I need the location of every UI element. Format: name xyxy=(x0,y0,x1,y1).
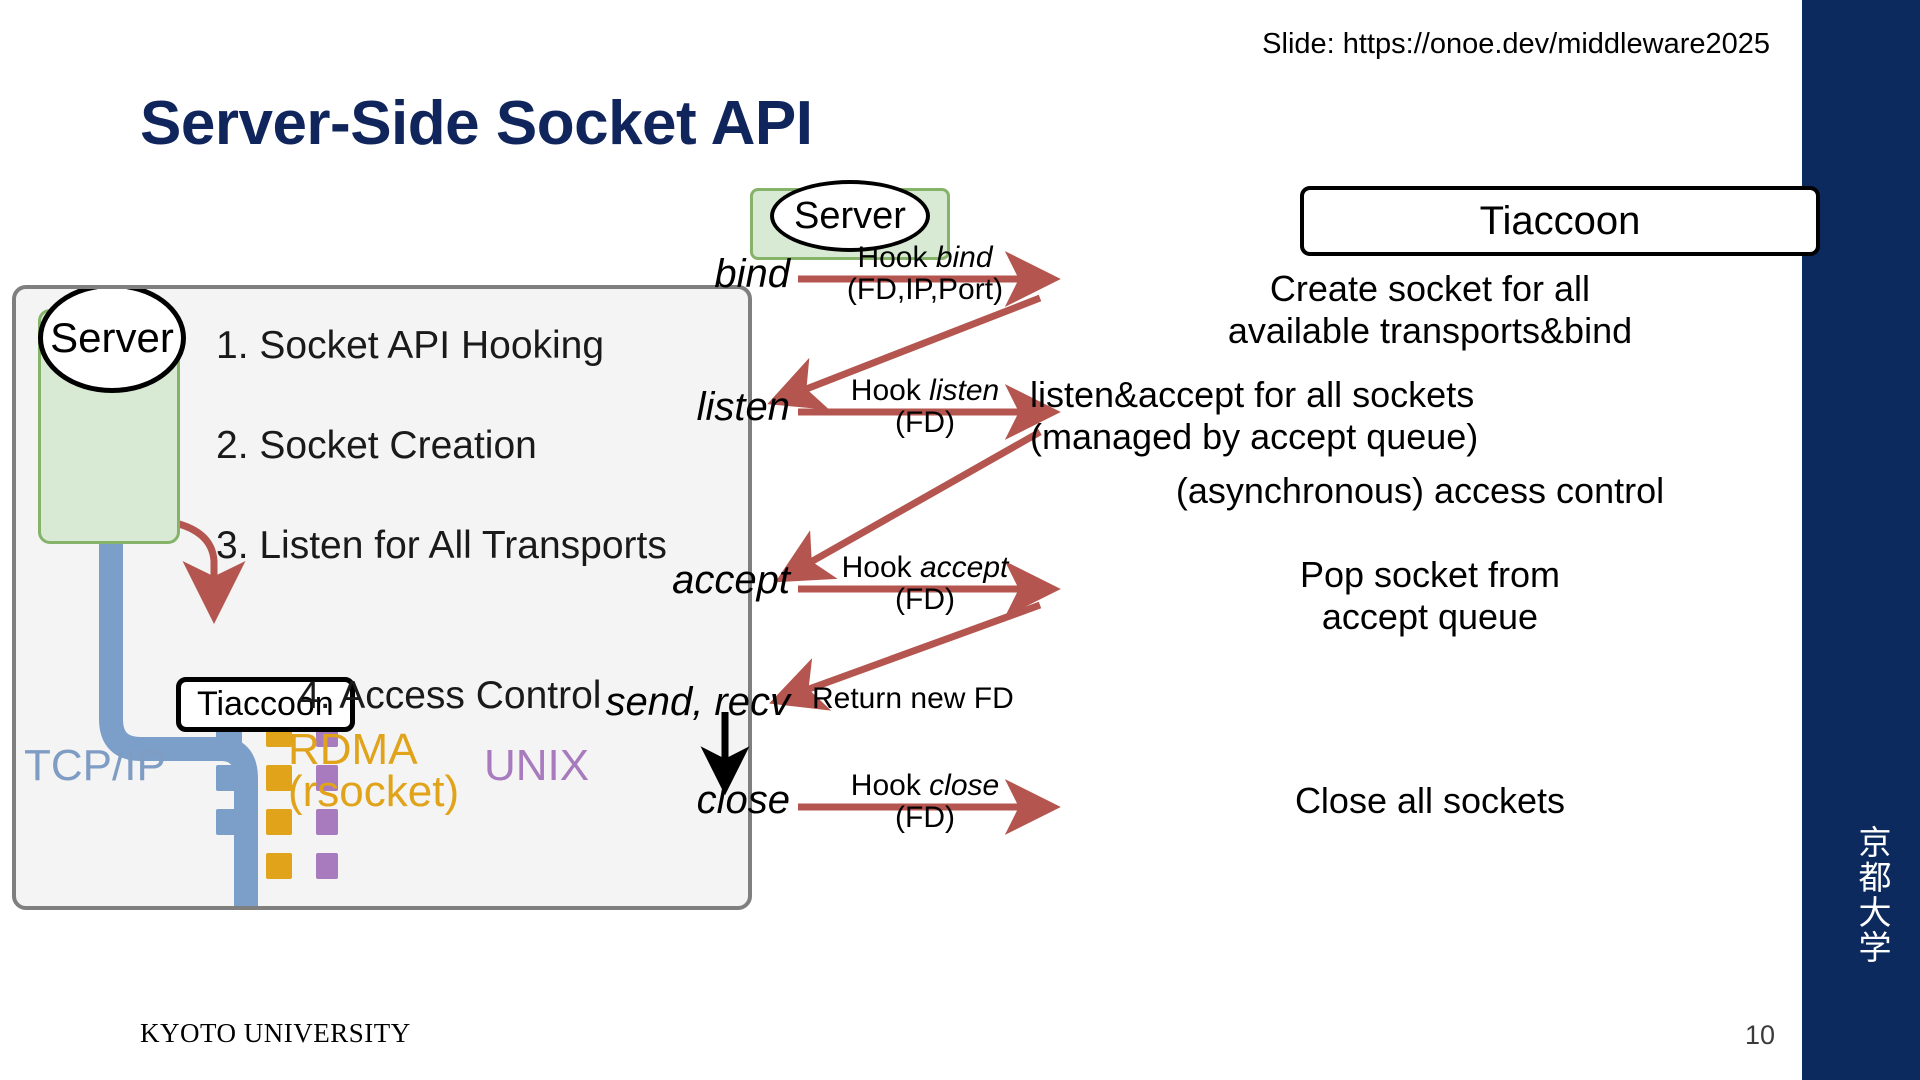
step-item: 3. Listen for All Transports xyxy=(216,524,667,567)
server-actor-node: Server xyxy=(770,180,930,252)
hook-name: accept xyxy=(919,551,1009,584)
sequence-arrows xyxy=(700,251,1061,835)
hook-prefix: Hook xyxy=(857,241,936,274)
response-line: Close all sockets xyxy=(1294,780,1566,821)
response-text-bind: Create socket for all available transpor… xyxy=(1040,268,1820,353)
arrow-listen-response xyxy=(775,428,1042,583)
response-line: accept queue xyxy=(1321,596,1539,638)
right-sidebar: 京都大学 xyxy=(1802,0,1920,1080)
response-text-accept: Pop socket from accept queue xyxy=(1060,554,1800,639)
response-text-close: Close all sockets xyxy=(1060,780,1800,822)
arrow-label-hook-accept: Hook accept (FD) xyxy=(820,551,1030,617)
step-item: 2. Socket Creation xyxy=(216,424,537,467)
transport-label-rdma-line2: (rsocket) xyxy=(288,766,460,816)
response-line: Create socket for all xyxy=(1269,268,1591,309)
server-data-pipe xyxy=(99,409,258,906)
call-label-send-recv: send, recv xyxy=(605,680,790,724)
kyoto-university-jp-logo: 京都大学 xyxy=(1853,825,1892,965)
arrow-label-hook-close: Hook close (FD) xyxy=(820,769,1030,835)
transport-label-rdma: RDMA (rsocket) xyxy=(288,725,460,816)
hook-name: close xyxy=(929,769,1000,802)
page-title: Server-Side Socket API xyxy=(140,89,813,158)
call-label-close: close xyxy=(696,778,790,822)
call-label-accept: accept xyxy=(672,558,790,602)
hook-prefix: Hook xyxy=(850,374,930,407)
step-item-access-control: 4. Access Control xyxy=(298,674,602,717)
call-label-listen: listen xyxy=(696,385,790,429)
hook-args: (FD) xyxy=(895,406,955,440)
architecture-overview-panel: Server 1. Socket API Hooking 2. Socket C… xyxy=(12,285,752,910)
async-access-control-note: (asynchronous) access control xyxy=(1175,470,1665,511)
server-node-left: Server xyxy=(38,289,186,393)
arrow-label-return-new-fd: Return new FD xyxy=(812,682,1014,715)
response-text-listen: listen&accept for all sockets (managed b… xyxy=(1030,374,1820,459)
response-line: available transports&bind xyxy=(1227,310,1633,352)
arrow-label-hook-bind: Hook bind (FD,IP,Port) xyxy=(820,241,1030,307)
hook-args: (FD) xyxy=(895,801,955,835)
arrow-bind-response xyxy=(767,294,1042,410)
hook-prefix: Hook xyxy=(841,551,920,584)
transport-label-unix: UNIX xyxy=(484,741,590,790)
slide-url-text: Slide: https://onoe.dev/middleware2025 xyxy=(1262,28,1770,60)
hook-name: bind xyxy=(935,241,993,274)
footer-university-name: KYOTO UNIVERSITY xyxy=(140,1018,411,1048)
tiaccoon-node-left: Tiaccoon xyxy=(176,677,355,732)
arrow-accept-response xyxy=(769,601,1042,711)
page-number: 10 xyxy=(1745,1020,1776,1050)
transport-label-rdma-line1: RDMA xyxy=(288,725,418,774)
tiaccoon-actor-node: Tiaccoon xyxy=(1300,186,1820,256)
call-label-bind: bind xyxy=(714,252,790,296)
hook-args: (FD,IP,Port) xyxy=(846,273,1004,307)
steps-list: 1. Socket API Hooking 2. Socket Creation… xyxy=(216,324,667,624)
sequence-diagram: Server Tiaccoon xyxy=(605,180,1820,1010)
response-line: Pop socket from xyxy=(1299,554,1561,595)
transport-label-tcpip: TCP/IP xyxy=(24,741,166,790)
hook-prefix: Hook xyxy=(850,769,930,802)
step-item: 1. Socket API Hooking xyxy=(216,324,605,367)
hook-args: (FD) xyxy=(895,583,955,617)
response-line: listen&accept for all sockets xyxy=(1030,374,1475,415)
hook-name: listen xyxy=(929,374,1000,407)
arrow-label-hook-listen: Hook listen (FD) xyxy=(820,374,1030,440)
response-line: (managed by accept queue) xyxy=(1030,416,1479,458)
